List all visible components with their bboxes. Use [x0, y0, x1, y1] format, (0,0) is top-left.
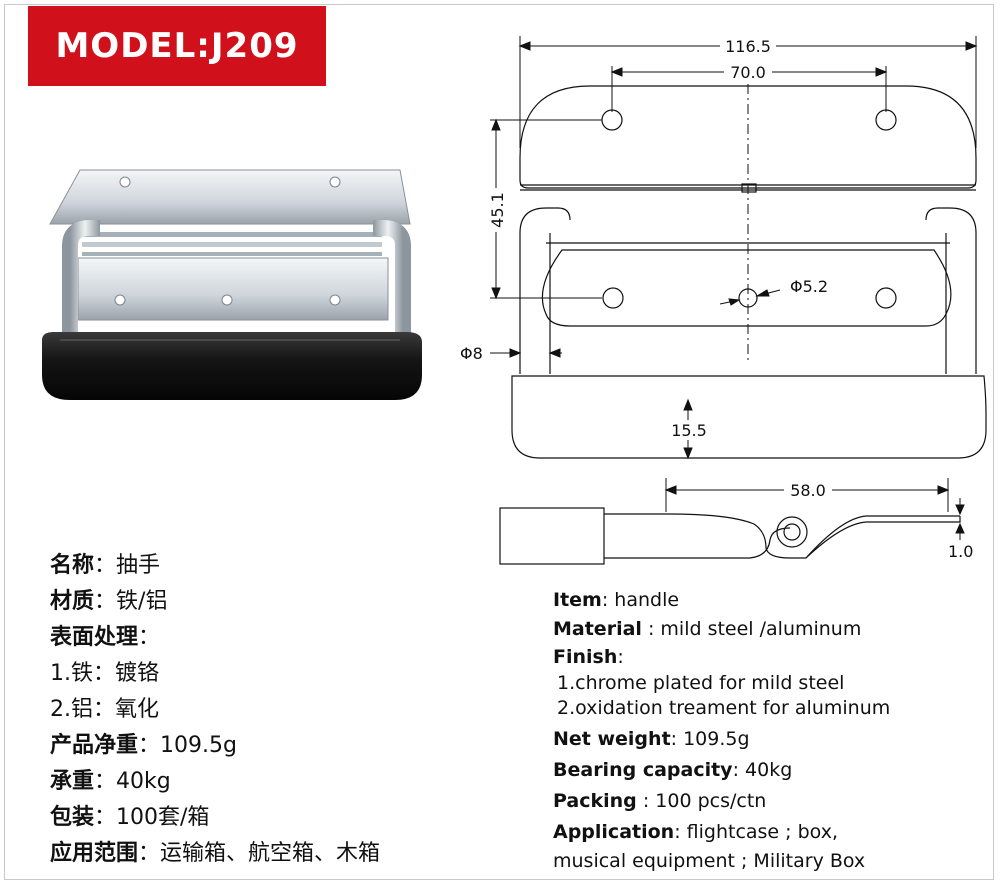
- model-banner: MODEL:J209: [28, 6, 326, 86]
- spec-key: 包装: [50, 805, 95, 830]
- dim-center-hole: Φ5.2: [790, 277, 828, 296]
- spec-value: 109.5g: [160, 733, 237, 758]
- spec-sep: ：: [94, 769, 117, 794]
- spec-row: 1.铁：镀铬: [50, 656, 470, 692]
- spec-packing: Packing : 100 pcs/ctn: [553, 787, 983, 816]
- spec-key: Material: [553, 618, 642, 640]
- spec-row: 表面处理：: [50, 620, 470, 656]
- spec-value: 2.铝：氧化: [50, 697, 159, 722]
- spec-row: 材质：铁/铝: [50, 584, 470, 620]
- spec-value: : handle: [601, 589, 680, 611]
- spec-application-2: musical equipment ; Military Box: [553, 850, 866, 872]
- spec-row: 名称：抽手: [50, 548, 470, 584]
- spec-key: Packing: [553, 790, 637, 812]
- spec-sep: ：: [94, 553, 117, 578]
- spec-key: 产品净重: [50, 733, 139, 758]
- spec-key: 名称: [50, 553, 95, 578]
- spec-net-weight: Net weight: 109.5g: [553, 725, 983, 754]
- specs-english: Item: handle Material : mild steel /alum…: [553, 586, 983, 876]
- spec-bearing: Bearing capacity: 40kg: [553, 756, 983, 785]
- spec-application: Application: flightcase ; box,: [553, 818, 983, 847]
- spec-material: Material : mild steel /aluminum: [553, 615, 983, 644]
- spec-value: : 109.5g: [670, 728, 750, 750]
- spec-value: 1.铁：镀铬: [50, 661, 159, 686]
- spec-value: 抽手: [116, 553, 161, 578]
- spec-key: Item: [553, 589, 602, 611]
- spec-row: 承重：40kg: [50, 764, 470, 800]
- spec-finish: Finish:: [553, 644, 983, 671]
- dim-hole-spacing: 70.0: [730, 63, 766, 82]
- spec-key: Net weight: [553, 728, 671, 750]
- dim-height: 45.1: [488, 192, 507, 228]
- spec-key: Finish: [553, 646, 618, 668]
- spec-item: Item: handle: [553, 586, 983, 615]
- spec-row: 应用范围：运输箱、航空箱、木箱: [50, 836, 470, 872]
- spec-key: 承重: [50, 769, 95, 794]
- spec-value: : flightcase ; box,: [674, 821, 838, 843]
- spec-key: 应用范围: [50, 841, 139, 866]
- dim-thickness: 1.0: [948, 542, 973, 561]
- spec-finish-2: 2.oxidation treament for aluminum: [557, 697, 891, 719]
- spec-value: : mild steel /aluminum: [641, 618, 862, 640]
- spec-row: 2.铝：氧化: [50, 692, 470, 728]
- spec-sep: ：: [94, 805, 117, 830]
- spec-key: 表面处理: [50, 625, 139, 650]
- spec-key: Application: [553, 821, 675, 843]
- spec-key: Bearing capacity: [553, 759, 733, 781]
- dim-grip: 15.5: [671, 421, 707, 440]
- spec-value: 100套/箱: [116, 805, 210, 830]
- spec-sep: ：: [138, 733, 161, 758]
- dim-profile-length: 58.0: [790, 481, 826, 500]
- spec-value: 运输箱、航空箱、木箱: [160, 841, 381, 866]
- dim-rod: Φ8: [460, 344, 483, 363]
- spec-value: : 40kg: [732, 759, 793, 781]
- specs-chinese: 名称：抽手 材质：铁/铝 表面处理： 1.铁：镀铬 2.铝：氧化 产品净重：10…: [50, 548, 470, 872]
- dim-overall-width: 116.5: [725, 37, 771, 56]
- spec-value: : 100 pcs/ctn: [636, 790, 767, 812]
- spec-sep: ：: [138, 841, 161, 866]
- spec-value: 铁/铝: [116, 589, 168, 614]
- spec-key: 材质: [50, 589, 95, 614]
- product-photo: [42, 169, 422, 400]
- spec-sep: ：: [94, 589, 117, 614]
- spec-sep: ：: [138, 625, 161, 650]
- spec-row: 产品净重：109.5g: [50, 728, 470, 764]
- spec-value: :: [617, 646, 624, 668]
- page-frame: [4, 4, 994, 880]
- spec-finish-1: 1.chrome plated for mild steel: [557, 672, 845, 694]
- technical-drawing: 116.5 70.0 45.1 Φ5.2 Φ8 15.5 58.0 1.0: [460, 36, 987, 565]
- spec-row: 包装：100套/箱: [50, 800, 470, 836]
- spec-value: 40kg: [116, 769, 171, 794]
